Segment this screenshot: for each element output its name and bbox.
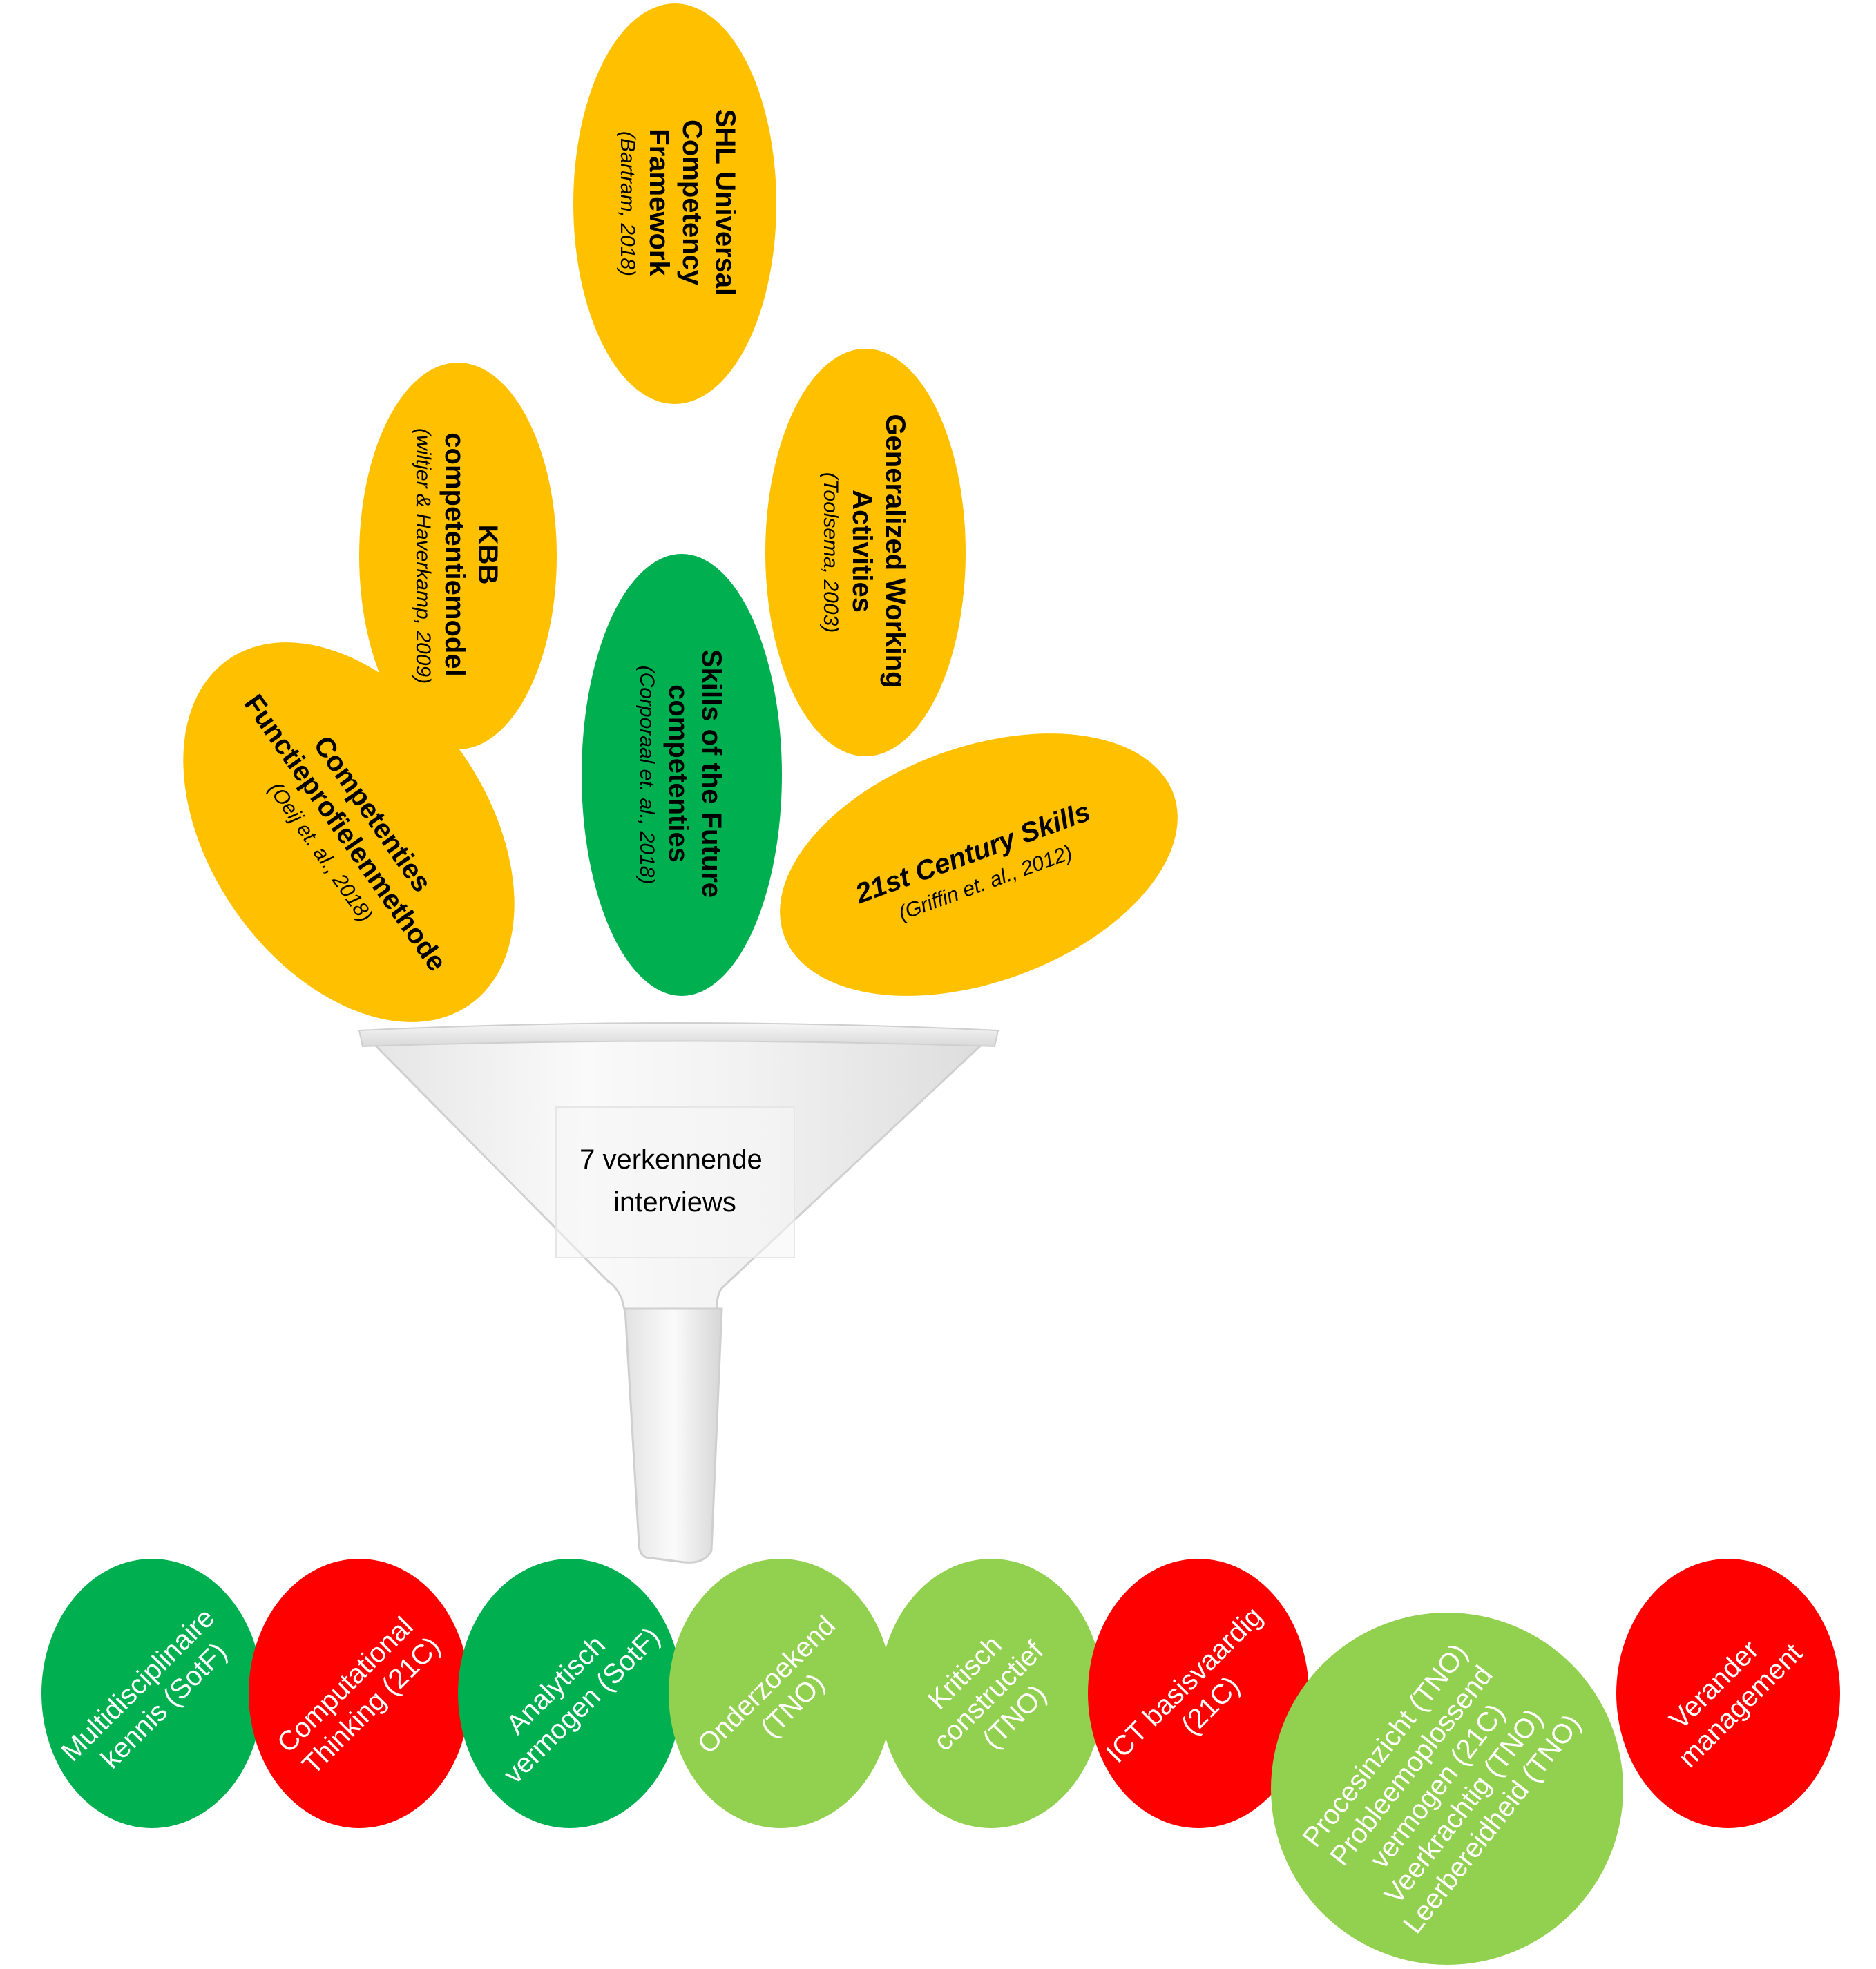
- outcome-onderzoekend: Onderzoekend (TNO): [669, 1559, 892, 1828]
- outcome-ict-basisvaardig: ICT basisvaardig (21C): [1088, 1559, 1309, 1828]
- source-title-line: Framework: [644, 128, 674, 276]
- outcome-competencies: Multidisciplinaire kennis (SotF) Computa…: [41, 1559, 1840, 1965]
- outcome-procesinzicht-cluster: Procesinzicht (TNO) Probleemoplossend ve…: [1271, 1613, 1623, 1965]
- outcome-verander-management: Verander management: [1616, 1559, 1840, 1828]
- source-ellipse: [573, 3, 776, 404]
- outcome-ellipse: [249, 1559, 470, 1828]
- source-ellipse: [780, 733, 1178, 996]
- outcome-ellipse: [669, 1559, 892, 1828]
- source-citation: (wiltjer & Haverkamp, 2009): [412, 428, 434, 684]
- funnel-label-line-1: 7 verkennende: [580, 1144, 763, 1175]
- funnel-rim: [358, 1022, 999, 1048]
- source-title-line: Competency: [677, 119, 707, 286]
- source-functieprofielenmethode: Competenties Functieprofielenmethode (Oe…: [183, 642, 515, 1022]
- outcome-kritisch-constructief: Kritisch constructief (TNO): [879, 1559, 1103, 1828]
- source-citation: (Corporaal et. al., 2018): [635, 666, 658, 885]
- source-label: Skills of the Future competenties (Corpo…: [635, 649, 727, 901]
- source-ellipse: [183, 642, 515, 1022]
- source-label: SHL Universal Competency Framework (Bart…: [616, 109, 740, 299]
- source-title-line: competenties: [663, 684, 693, 863]
- source-gwa: Generalized Working Activities (Toolsema…: [765, 349, 966, 756]
- source-ellipse: [765, 349, 966, 756]
- source-kbb-model: KBB competentiemodel (wiltjer & Haverkam…: [359, 363, 557, 749]
- source-shl-framework: SHL Universal Competency Framework (Bart…: [573, 3, 776, 404]
- funnel-label: 7 verkennende interviews: [580, 1144, 770, 1218]
- outcome-analytisch-vermogen: Analytisch vermogen (SotF): [458, 1559, 682, 1828]
- source-ellipse: [582, 554, 782, 996]
- source-ellipse: [359, 363, 557, 749]
- outcome-ellipse: [1616, 1559, 1840, 1828]
- source-label: KBB competentiemodel (wiltjer & Haverkam…: [412, 428, 503, 684]
- source-title-line: Generalized Working: [880, 414, 910, 688]
- source-title-line: SHL Universal: [710, 109, 740, 296]
- outcome-multidisciplinaire-kennis: Multidisciplinaire kennis (SotF): [41, 1559, 262, 1828]
- source-21st-century-skills: 21st Century Skills (Griffin et. al., 20…: [780, 733, 1178, 996]
- source-title-line: Activities: [847, 490, 877, 613]
- funnel-label-line-2: interviews: [613, 1187, 736, 1218]
- outcome-ellipse: [879, 1559, 1103, 1828]
- outcome-computational-thinking: Computational Thinking (21C): [249, 1559, 470, 1828]
- funnel: 7 verkennende interviews: [358, 1022, 999, 1564]
- source-title-line: Skills of the Future: [696, 649, 727, 898]
- outcome-ellipse: [1271, 1613, 1623, 1965]
- source-skills-of-the-future: Skills of the Future competenties (Corpo…: [582, 554, 782, 996]
- outcome-ellipse: [458, 1559, 682, 1828]
- source-citation: (Bartram, 2018): [616, 131, 639, 276]
- funnel-label-box: [555, 1106, 795, 1258]
- outcome-ellipse: [41, 1559, 262, 1828]
- source-label: Generalized Working Activities (Toolsema…: [819, 414, 910, 691]
- funnel-stem: [624, 1307, 723, 1564]
- source-title-line: competentiemodel: [439, 432, 470, 676]
- source-citation: (Toolsema, 2003): [819, 472, 842, 633]
- outcome-ellipse: [1088, 1559, 1309, 1828]
- source-frameworks: SHL Universal Competency Framework (Bart…: [183, 3, 1178, 1022]
- source-title-line: KBB: [472, 525, 503, 585]
